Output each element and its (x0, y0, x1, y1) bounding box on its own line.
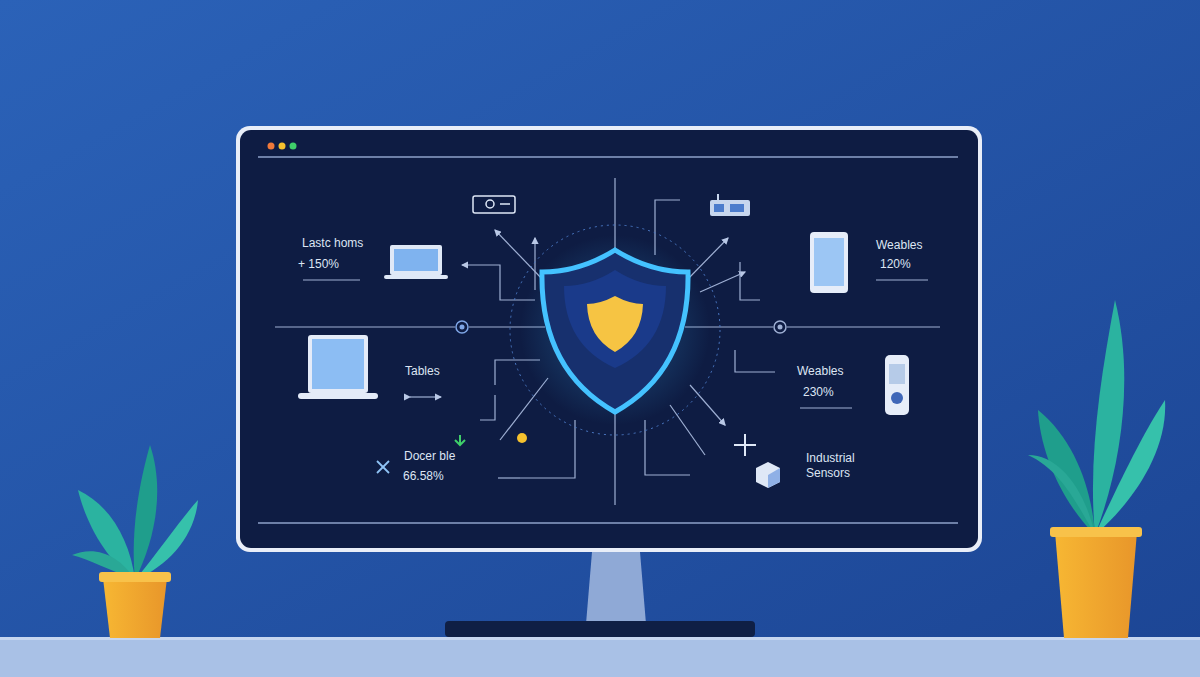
shield-emblem (587, 296, 643, 352)
growth-value: + 150% (298, 257, 339, 272)
plus-icon (734, 434, 756, 456)
node-dot (460, 325, 465, 330)
monitor-screen (240, 130, 978, 548)
growth-value: 230% (803, 385, 834, 400)
camera-icon (473, 196, 515, 213)
node-dot (456, 321, 468, 333)
plant-right (1028, 300, 1165, 638)
dashed-ring (510, 225, 720, 435)
cube-icon (756, 462, 780, 488)
device-label: Weables (797, 364, 843, 379)
shield-glow (520, 235, 710, 425)
header-rule (258, 156, 958, 158)
growth-value: 66.58% (403, 469, 444, 484)
plant-left (72, 445, 198, 638)
down-arrow (455, 435, 465, 445)
shield-inner (564, 270, 666, 368)
monitor-bezel (236, 126, 982, 552)
laptop-icon (298, 335, 378, 399)
desk-edge (0, 637, 1200, 640)
monitor-neck (586, 552, 646, 624)
router-icon (710, 194, 750, 216)
growth-value: 120% (880, 257, 911, 272)
device-label: Tables (405, 364, 440, 379)
monitor-base (445, 621, 755, 637)
footer-rule (258, 522, 958, 524)
wearable-icon (885, 355, 909, 415)
network-lines (275, 178, 940, 505)
status-dot (517, 433, 527, 443)
tablet-icon (810, 232, 848, 293)
node-dot (774, 321, 786, 333)
node-dot (778, 325, 783, 330)
device-label: Lastc homs (302, 236, 363, 251)
window-dot (268, 143, 275, 150)
window-dot (279, 143, 286, 150)
laptop-icon (384, 245, 448, 279)
device-label: Weables (876, 238, 922, 253)
security-shield (542, 250, 688, 412)
window-dot (290, 143, 297, 150)
device-label: Docer ble (404, 449, 455, 464)
tool-icon (377, 461, 389, 473)
device-label: Industrial Sensors (806, 451, 868, 481)
desk (0, 637, 1200, 677)
